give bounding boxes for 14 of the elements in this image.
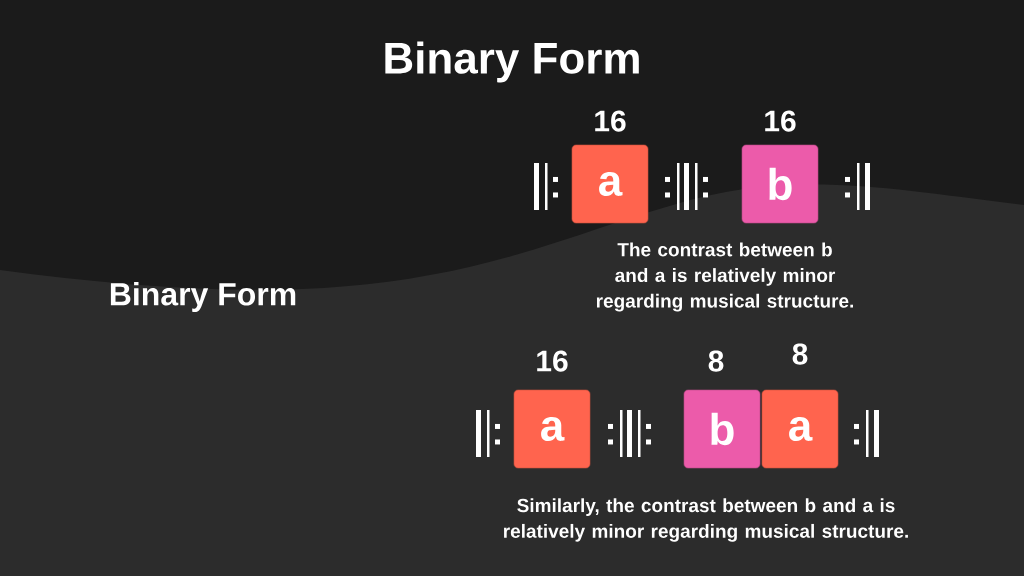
title: Binary Form [385,41,639,83]
length-number: 16 [765,110,796,132]
caption-text: Similarly, the contrast between b and a is relatively minor regarding musical structure. [504,498,908,542]
letter-box: b [683,389,761,469]
length-number: 16 [537,350,568,372]
letter-box: a [513,389,591,469]
letter-box: a [761,389,839,469]
letter-box: b [741,144,819,224]
length-number: 16 [595,110,626,132]
letter-box: a [571,144,649,224]
length-number: 8 [792,343,808,365]
section-heading: Binary Form [110,282,296,312]
caption-text: The contrast between b and a is relatively minor regarding musical structure. [596,242,853,312]
length-number: 8 [708,350,724,372]
